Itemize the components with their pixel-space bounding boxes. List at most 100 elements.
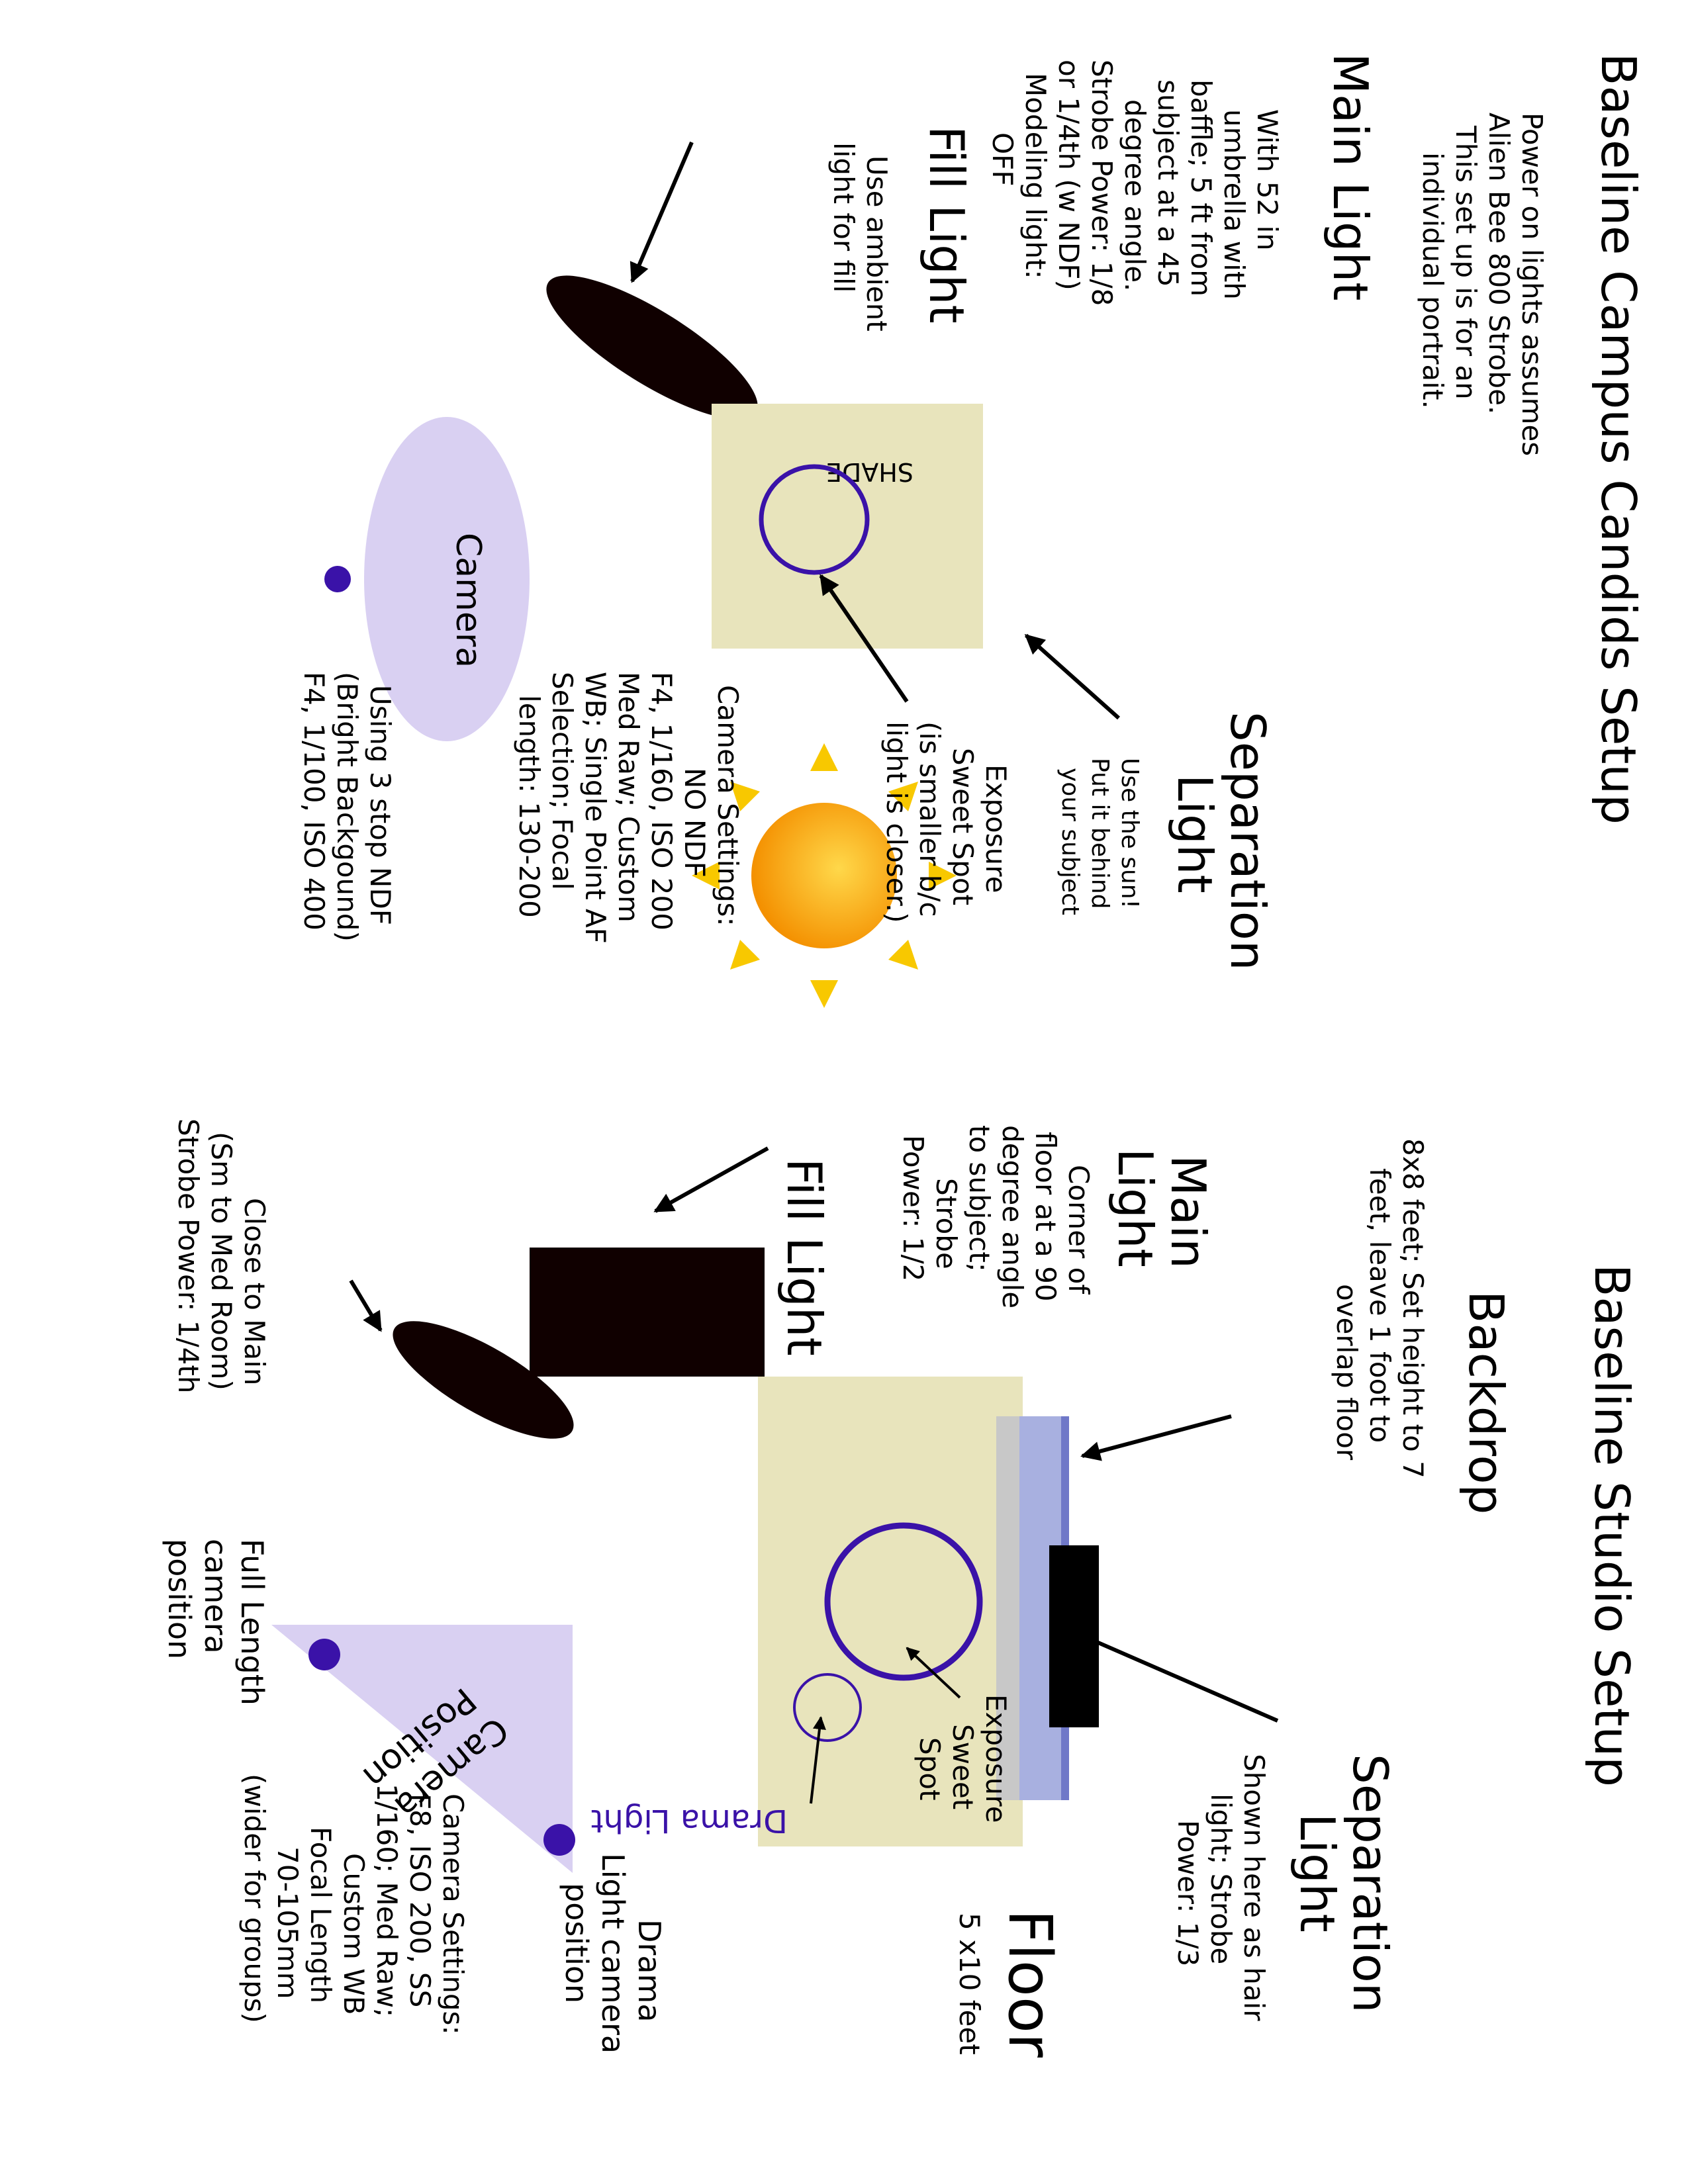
note-line: (Sm to Med Room) <box>205 1132 238 1390</box>
note-line: Power: 1/2 <box>897 1135 929 1281</box>
drama-camera-label: Drama Light camera position <box>559 1853 667 2064</box>
settings-line: Med Raw; Custom <box>612 672 645 923</box>
studio-separation-arrow <box>1070 1629 1279 1723</box>
drama-light-arrow <box>810 1716 826 1804</box>
softbox-icon <box>530 1248 765 1377</box>
note-line: overlap floor <box>1331 1284 1363 1461</box>
studio-backdrop-heading: Backdrop <box>1458 1291 1514 1514</box>
note-line: your subject <box>1056 768 1084 915</box>
shade-area <box>712 404 983 649</box>
studio-main-light-notes: Corner of floor at a 90 degree angle to … <box>897 1125 1095 1317</box>
sun-ray <box>888 782 918 811</box>
campus-camera-zone <box>364 417 530 741</box>
note-line: OFF <box>986 132 1019 186</box>
note-line: baffle; 5 ft from <box>1185 79 1217 296</box>
campus-main-light-arrow <box>630 141 694 283</box>
intro-line: individual portrait. <box>1417 152 1449 409</box>
note-line: Modeling light: <box>1019 73 1052 279</box>
drama-light-label: Drama Light <box>591 1802 788 1839</box>
studio-backdrop-arrow <box>1080 1414 1232 1461</box>
studio-separation-strobe <box>1049 1545 1099 1727</box>
camera-dot-icon <box>308 1639 340 1670</box>
label-line: Full Length <box>234 1539 270 1706</box>
note-line: light for fill <box>827 142 860 293</box>
note-line: With 52 in <box>1251 109 1284 251</box>
studio-main-light-heading: Main Light <box>1107 1148 1216 1284</box>
settings-line: F4, 1/100, ISO 400 <box>298 672 330 931</box>
note-line: Strobe <box>930 1178 962 1269</box>
heading-line: Main <box>1160 1155 1216 1269</box>
studio-floor-heading: Floor <box>995 1909 1064 2058</box>
camera-dot-icon <box>543 1824 575 1856</box>
rotated-page: Baseline Campus Candids Setup Power on l… <box>162 53 1646 2064</box>
note-line: Exposure <box>980 764 1012 893</box>
note-line: Strobe Power: 1/4th <box>172 1118 205 1393</box>
campus-main-light-heading: Main Light <box>1323 53 1378 300</box>
note-line: light is closer.) <box>880 721 913 923</box>
umbrella-strobe-icon <box>546 275 758 420</box>
sun-ray <box>929 862 957 889</box>
intro-line: Power on lights assumes <box>1516 113 1548 456</box>
note-line: Use ambient <box>861 156 893 332</box>
campus-exposure-note: Exposure Sweet Spot (is smaller b/c ligh… <box>880 721 1012 926</box>
studio-camera-settings: Camera Settings: F8, ISO 200, SS 1/160; … <box>238 1774 469 2044</box>
campus-separation-notes: Use the sun! Put it behind your subject <box>1056 758 1143 917</box>
studio-main-light-arrow <box>653 1146 769 1213</box>
umbrella-strobe-icon <box>393 1321 574 1439</box>
heading-line: Light <box>1289 1813 1345 1933</box>
settings-line: length: 130-200 <box>513 695 545 918</box>
settings-line: Custom WB <box>338 1853 370 2015</box>
full-length-camera-label: Full Length camera position <box>162 1539 270 1715</box>
note-line: subject at a 45 <box>1152 79 1184 287</box>
backdrop-gray-strip <box>996 1416 1023 1800</box>
studio-floor-size: 5 x10 feet <box>953 1913 986 2055</box>
sun-ray <box>692 862 720 889</box>
settings-line: Focal Length <box>305 1827 337 2003</box>
heading-line: Light <box>1107 1148 1163 1267</box>
settings-line: 70-105mm <box>271 1846 304 1999</box>
campus-ndf-settings: Using 3 stop NDF (Bright Backgound) F4, … <box>298 672 397 950</box>
studio-exposure-arrow <box>906 1647 961 1699</box>
studio-subject-circle <box>824 1522 983 1681</box>
note-line: umbrella with <box>1218 109 1250 300</box>
note-line: Close to Main <box>238 1198 271 1386</box>
note-line: Sweet Spot <box>947 748 979 905</box>
note-line: Put it behind <box>1086 758 1113 909</box>
note-line: Corner of <box>1062 1165 1095 1295</box>
campus-title: Baseline Campus Candids Setup <box>1591 53 1646 825</box>
campus-setup: Baseline Campus Candids Setup Power on l… <box>298 53 1646 1008</box>
campus-subject-circle <box>759 464 870 575</box>
campus-camera-label: Camera <box>448 533 488 668</box>
studio-title: Baseline Studio Setup <box>1584 1264 1640 1787</box>
intro-line: This set up is for an <box>1450 125 1482 400</box>
note-line: (is smaller b/c <box>914 721 946 917</box>
sun-ray <box>810 743 838 771</box>
label-line: Spot <box>914 1737 946 1800</box>
drama-light-circle <box>793 1673 862 1742</box>
studio-fill-light-arrow <box>349 1279 383 1332</box>
intro-line: Alien Bee 800 Strobe. <box>1483 113 1515 414</box>
heading-line: Separation <box>1342 1754 1398 2013</box>
note-line: Power: 1/3 <box>1172 1820 1204 1966</box>
settings-line: Using 3 stop NDF <box>364 685 397 925</box>
label-line: position <box>162 1539 197 1659</box>
settings-line: F4, 1/160, ISO 200 <box>645 672 678 931</box>
campus-fill-light-notes: Use ambient light for fill <box>827 142 893 340</box>
settings-line: Selection; Focal <box>546 672 579 890</box>
studio-camera-zone <box>271 1625 573 1873</box>
settings-line: WB; Single Point AF <box>579 672 612 944</box>
note-line: degree angle. <box>1119 99 1151 291</box>
note-line: or 1/4th (w NDF) <box>1053 60 1085 291</box>
studio-setup: Baseline Studio Setup Backdrop 8x8 feet;… <box>162 1118 1640 2064</box>
studio-separation-heading: Separation Light <box>1289 1754 1398 2028</box>
note-line: to subject; <box>963 1125 996 1272</box>
campus-intro: Power on lights assumes Alien Bee 800 St… <box>1417 113 1548 465</box>
note-line: Shown here as hair <box>1238 1754 1270 2021</box>
sun-ray <box>810 980 838 1008</box>
campus-separation-arrow <box>1024 633 1120 720</box>
note-line: 8x8 feet; Set height to 7 <box>1397 1138 1429 1479</box>
note-line: feet, leave 1 foot to <box>1364 1168 1396 1443</box>
note-line: light; Strobe <box>1205 1794 1237 1964</box>
label-line: Light camera <box>595 1853 631 2054</box>
